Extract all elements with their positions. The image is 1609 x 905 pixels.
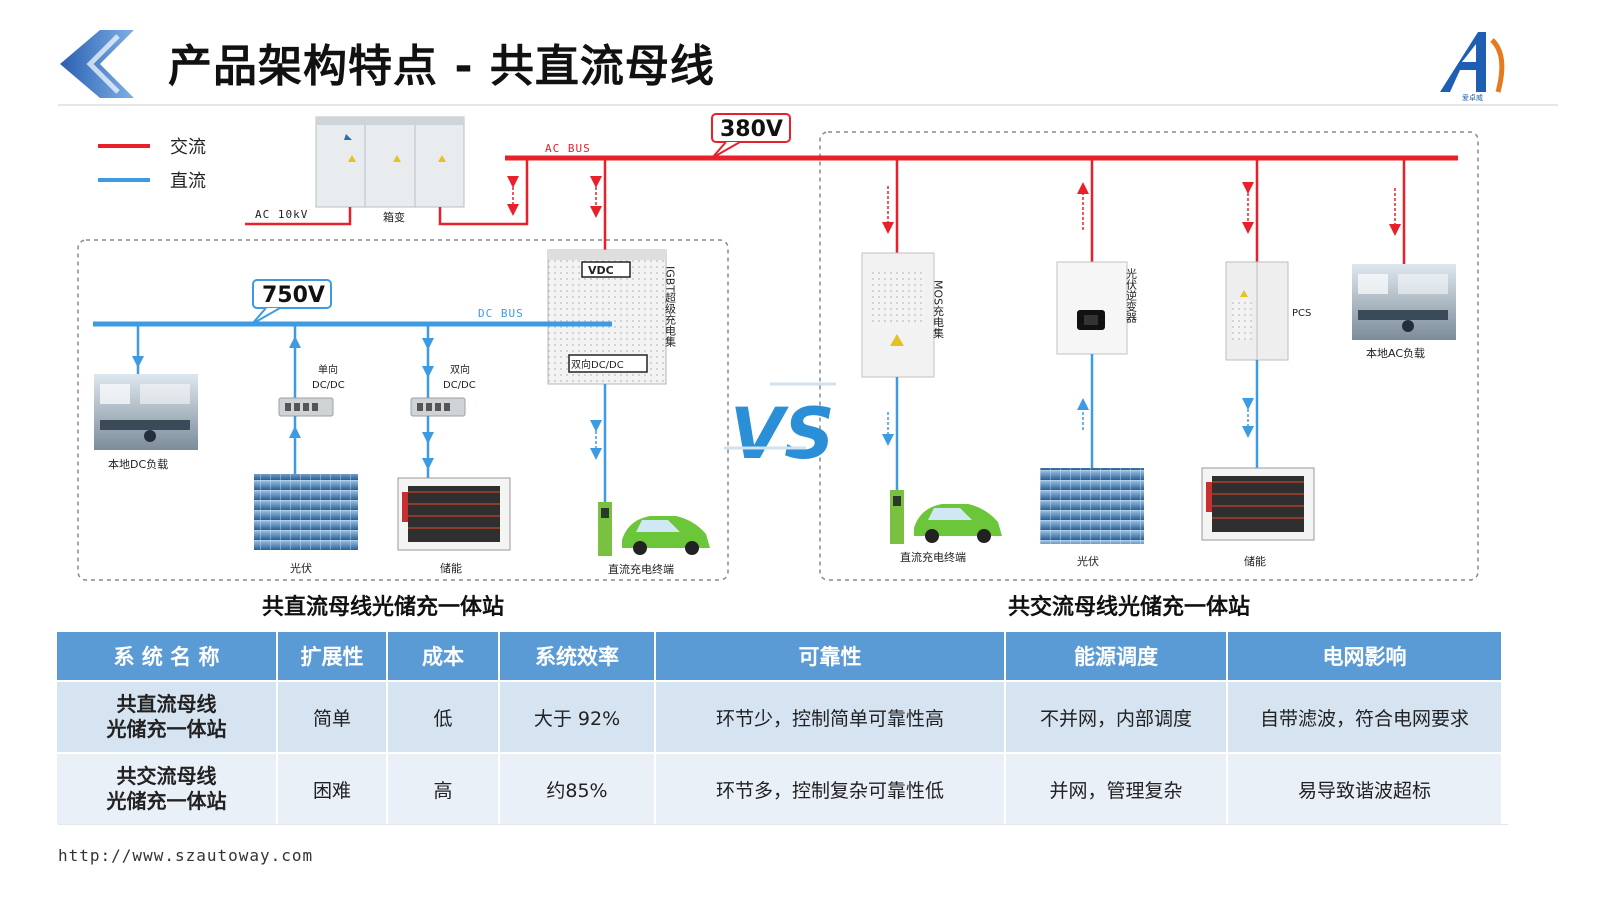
dc-bus-label: DC BUS xyxy=(478,307,524,320)
table-cell: 低 xyxy=(387,680,500,753)
table-header-cell: 系统效率 xyxy=(499,632,656,681)
legend-ac-label: 交流 xyxy=(170,137,206,158)
right-storage-label: 储能 xyxy=(1244,554,1266,568)
igbt-charger-label: IGBT超级充电集 xyxy=(664,266,677,347)
pv-inverter-label: 光伏逆变器 xyxy=(1125,267,1138,324)
legend-dc-label: 直流 xyxy=(170,171,206,192)
mos-charger-cabinet xyxy=(861,252,935,378)
vs-label: VS xyxy=(730,393,835,475)
local-ac-load-label: 本地AC负载 xyxy=(1366,346,1425,360)
local-ac-load-image xyxy=(1352,264,1456,340)
brand-logo-icon: 爱卓威 xyxy=(1440,32,1505,102)
storage-dcdc-module xyxy=(410,397,466,417)
table-header-cell: 电网影响 xyxy=(1227,632,1501,681)
table-header-cell: 系 统 名 称 xyxy=(57,632,278,681)
table-cell: 大于 92% xyxy=(499,680,656,753)
system-name-line: 共交流母线 xyxy=(116,764,217,788)
dc-station-frame xyxy=(77,239,729,581)
title-divider xyxy=(58,104,1558,106)
left-charger-label: 直流充电终端 xyxy=(608,562,674,576)
pv-dcdc-module xyxy=(278,397,334,417)
table-header-row: 系 统 名 称 扩展性 成本 系统效率 可靠性 能源调度 电网影响 xyxy=(57,632,1501,681)
ac-voltage-label: 380V xyxy=(720,117,783,142)
system-name-line: 光储充一体站 xyxy=(106,717,227,741)
table-cell: 约85% xyxy=(499,752,656,824)
mos-charger-label: MOS充电集 xyxy=(932,280,945,338)
right-dc-charger-image xyxy=(890,490,1002,544)
table-row: 共直流母线 光储充一体站 简单 低 大于 92% 环节少，控制简单可靠性高 不并… xyxy=(57,680,1501,753)
bidir-label-1: 双向 xyxy=(450,363,470,376)
table-header-cell: 可靠性 xyxy=(655,632,1006,681)
vdc-label: VDC xyxy=(588,264,614,277)
dc-voltage-label: 750V xyxy=(262,283,325,308)
table-cell: 并网，管理复杂 xyxy=(1005,752,1228,824)
ac-voltage-callout: 380V xyxy=(711,113,791,159)
table-cell: 简单 xyxy=(277,680,388,753)
bidir-dcdc-label: 双向DC/DC xyxy=(571,358,624,371)
left-dc-charger-image xyxy=(598,502,710,556)
title-chevron-icon xyxy=(60,30,134,98)
storage-battery-image xyxy=(397,477,511,551)
system-name-line: 光储充一体站 xyxy=(106,789,227,813)
local-dc-load-image xyxy=(94,374,198,450)
table-cell: 环节少，控制简单可靠性高 xyxy=(655,680,1006,753)
table-cell-system-name: 共直流母线 光储充一体站 xyxy=(57,680,278,753)
pcs-label: PCS xyxy=(1292,308,1311,319)
comparison-table: 系 统 名 称 扩展性 成本 系统效率 可靠性 能源调度 电网影响 共直流母线 … xyxy=(57,632,1501,824)
pv-inverter-cabinet xyxy=(1056,261,1128,355)
pv-label: 光伏 xyxy=(290,561,312,575)
grid-feed-line xyxy=(245,207,352,226)
unidir-dcdc-label-1: 单向 xyxy=(318,363,338,376)
pv-panel-image xyxy=(254,474,358,550)
table-header-cell: 扩展性 xyxy=(277,632,388,681)
table-cell: 困难 xyxy=(277,752,388,824)
page-title: 产品架构特点 - 共直流母线 xyxy=(168,41,715,92)
dc-station-caption: 共直流母线光储充一体站 xyxy=(262,594,504,620)
footer-divider xyxy=(58,824,1508,825)
table-cell-system-name: 共交流母线 光储充一体站 xyxy=(57,752,278,824)
storage-label: 储能 xyxy=(440,561,462,575)
right-pv-panel-image xyxy=(1040,468,1144,544)
table-header-cell: 能源调度 xyxy=(1005,632,1228,681)
table-cell: 自带滤波，符合电网要求 xyxy=(1227,680,1501,753)
vs-graphic: VS xyxy=(724,382,836,475)
right-pv-label: 光伏 xyxy=(1077,554,1099,568)
architecture-diagram: 爱卓威 交流 直流 AC BUS 380V 箱变 AC 10kV xyxy=(60,30,1505,620)
logo-caption: 爱卓威 xyxy=(1462,93,1483,102)
bidir-label-2: DC/DC xyxy=(443,380,476,391)
transformer-cabinet xyxy=(315,116,465,208)
right-charger-label: 直流充电终端 xyxy=(900,550,966,564)
table-row: 共交流母线 光储充一体站 困难 高 约85% 环节多，控制复杂可靠性低 并网，管… xyxy=(57,752,1501,824)
transformer-to-acbus-line xyxy=(438,158,529,226)
table-header-cell: 成本 xyxy=(387,632,500,681)
transformer-label: 箱变 xyxy=(383,210,405,224)
footer-url: http://www.szautoway.com xyxy=(58,846,314,865)
igbt-charger-cabinet: VDC 双向DC/DC xyxy=(547,249,667,385)
table-cell: 不并网，内部调度 xyxy=(1005,680,1228,753)
ac-bus-label: AC BUS xyxy=(545,142,591,155)
system-name-line: 共直流母线 xyxy=(116,692,217,716)
grid-voltage-label: AC 10kV xyxy=(255,208,308,221)
local-dc-load-label: 本地DC负载 xyxy=(108,457,168,471)
unidir-dcdc-label-2: DC/DC xyxy=(312,380,345,391)
ac-station-frame xyxy=(819,131,1479,581)
ac-station-caption: 共交流母线光储充一体站 xyxy=(1008,594,1250,620)
table-cell: 高 xyxy=(387,752,500,824)
table-cell: 环节多，控制复杂可靠性低 xyxy=(655,752,1006,824)
legend: 交流 直流 xyxy=(98,137,206,192)
pcs-cabinet xyxy=(1225,261,1289,361)
dc-voltage-callout: 750V xyxy=(251,279,332,325)
right-storage-battery-image xyxy=(1201,467,1315,541)
table-cell: 易导致谐波超标 xyxy=(1227,752,1501,824)
